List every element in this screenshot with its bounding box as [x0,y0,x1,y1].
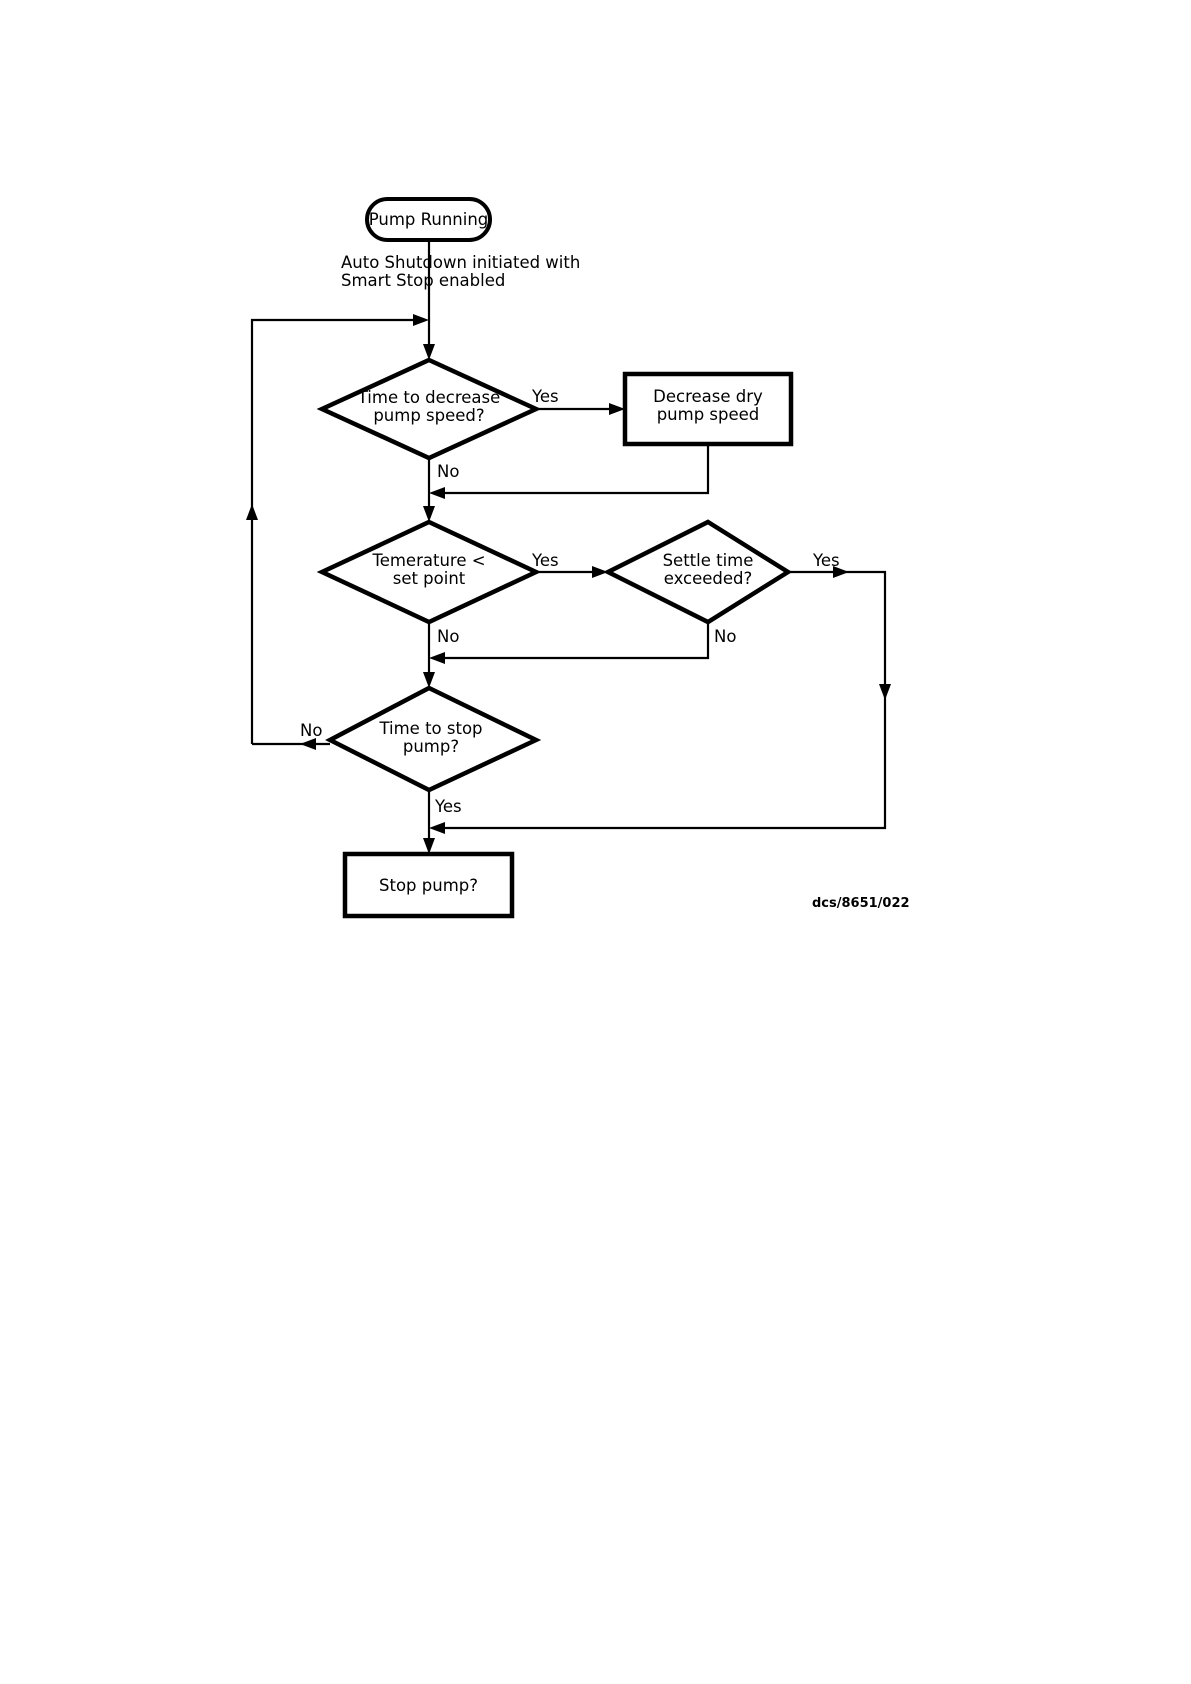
node-decrease-dry-line-2: pump speed [657,405,760,424]
node-temperature-less-than-set-point[interactable]: Temerature < set point [316,519,542,625]
annotation-line-2: Smart Stop enabled [341,271,505,290]
edge-stop-yes [423,790,435,854]
edge-label-temperature-no: No [437,627,459,646]
node-stop-pump-label: Stop pump? [379,876,478,895]
edge-start-to-decrease [423,240,435,360]
edge-label-stop-yes: Yes [434,797,462,816]
edge-decrease-yes [536,403,625,415]
node-decrease-dry-pump-speed[interactable]: Decrease dry pump speed [622,371,794,447]
node-temperature-line-2: set point [393,569,466,588]
annotation-line-1: Auto Shutdown initiated with [341,253,580,272]
reference-code: dcs/8651/022 [812,896,910,911]
edge-label-temperature-yes: Yes [531,551,559,570]
node-pump-running-label: Pump Running [369,210,489,229]
edge-stop-no-loop [246,314,429,750]
edge-label-settle-no: No [714,627,736,646]
edge-label-stop-no: No [300,721,322,740]
node-decrease-dry-line-1: Decrease dry [653,387,763,406]
node-settle-time-exceeded[interactable]: Settle time exceeded? [602,519,793,625]
node-settle-time-line-1: Settle time [663,551,754,570]
node-time-to-decrease-line-1: Time to decrease [357,388,501,407]
edge-label-decrease-no: No [437,462,459,481]
edge-settle-yes-rail [429,566,891,834]
node-time-to-stop-line-1: Time to stop [378,719,482,738]
node-time-to-decrease-pump-speed[interactable]: Time to decrease pump speed? [316,357,542,461]
node-pump-running[interactable]: Pump Running [365,197,492,242]
node-stop-pump[interactable]: Stop pump? [342,851,515,919]
edge-decrease-process-return [429,444,710,499]
edge-decrease-no [423,457,435,522]
node-time-to-stop-pump[interactable]: Time to stop pump? [325,685,542,793]
annotation-auto-shutdown: Auto Shutdown initiated with Smart Stop … [341,253,580,290]
edge-label-decrease-yes: Yes [531,387,559,406]
node-temperature-line-1: Temerature < [371,551,485,570]
node-settle-time-line-2: exceeded? [664,569,753,588]
node-time-to-stop-line-2: pump? [403,737,459,756]
edge-label-settle-yes: Yes [812,551,840,570]
node-time-to-decrease-line-2: pump speed? [373,406,484,425]
edge-settle-no-return [429,607,710,664]
edge-temperature-no [423,622,435,688]
edge-temperature-yes [536,566,608,578]
